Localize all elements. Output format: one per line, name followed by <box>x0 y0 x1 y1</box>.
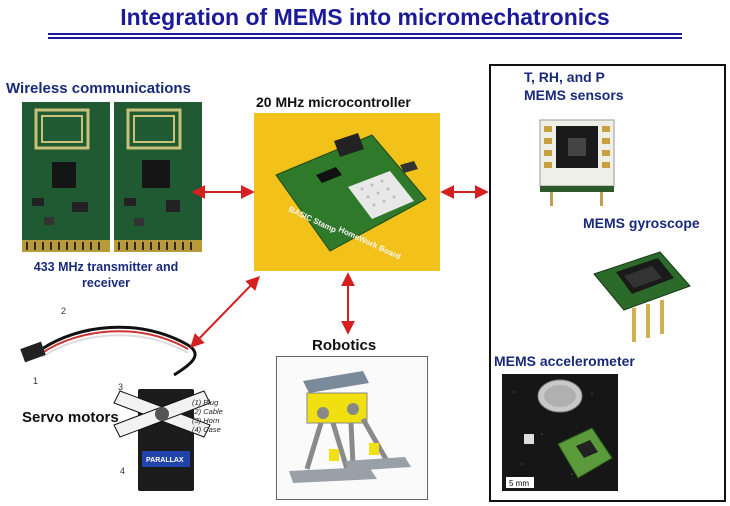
robotics-photo <box>276 356 428 500</box>
callout-3: 3 <box>118 382 124 392</box>
gyroscope-photo <box>588 238 694 346</box>
transmitter-label: 433 MHz transmitter and receiver <box>16 259 196 291</box>
page-title: Integration of MEMS into micromechatroni… <box>120 4 610 30</box>
servo-diagram: PARALLAX <box>18 305 238 505</box>
servo-legend-item: (3) Horn <box>192 416 220 425</box>
title-rule-top <box>48 33 682 35</box>
servo-legend-item: (2) Cable <box>192 407 223 416</box>
wireless-label: Wireless communications <box>6 80 191 97</box>
scale-bar-label: 5 mm <box>509 479 529 488</box>
microcontroller-board-photo: BASIC Stamp HomeWork Board <box>254 113 440 271</box>
servo-legend: (1) Plug (2) Cable (3) Horn (4) Case <box>192 398 223 434</box>
transmitter-label-line2: receiver <box>82 276 130 290</box>
transmitter-board-photo <box>22 102 110 252</box>
servo-brand-text: PARALLAX <box>146 457 184 464</box>
servo-label: Servo motors <box>22 409 119 426</box>
sensors-label-line2: MEMS sensors <box>524 87 624 103</box>
sensors-label-line1: T, RH, and P <box>524 69 605 85</box>
servo-legend-item: (1) Plug <box>192 398 219 407</box>
robotics-label: Robotics <box>312 337 377 354</box>
callout-2: 2 <box>61 306 67 316</box>
accelerometer-photo: 5 mm <box>502 374 618 491</box>
title-rule-bottom <box>48 37 682 39</box>
transmitter-label-line1: 433 MHz transmitter and <box>33 260 179 274</box>
receiver-board-photo <box>114 102 202 252</box>
microcontroller-label: 20 MHz microcontroller <box>256 94 411 110</box>
callout-1: 1 <box>33 376 39 386</box>
mems-sensors-panel <box>489 64 726 502</box>
servo-legend-item: (4) Case <box>192 425 221 434</box>
gyroscope-label: MEMS gyroscope <box>583 215 700 231</box>
sensors-label: T, RH, and P MEMS sensors <box>524 68 624 104</box>
accelerometer-label: MEMS accelerometer <box>494 353 635 369</box>
callout-4: 4 <box>120 466 126 476</box>
sensor-chip-photo <box>530 112 626 208</box>
